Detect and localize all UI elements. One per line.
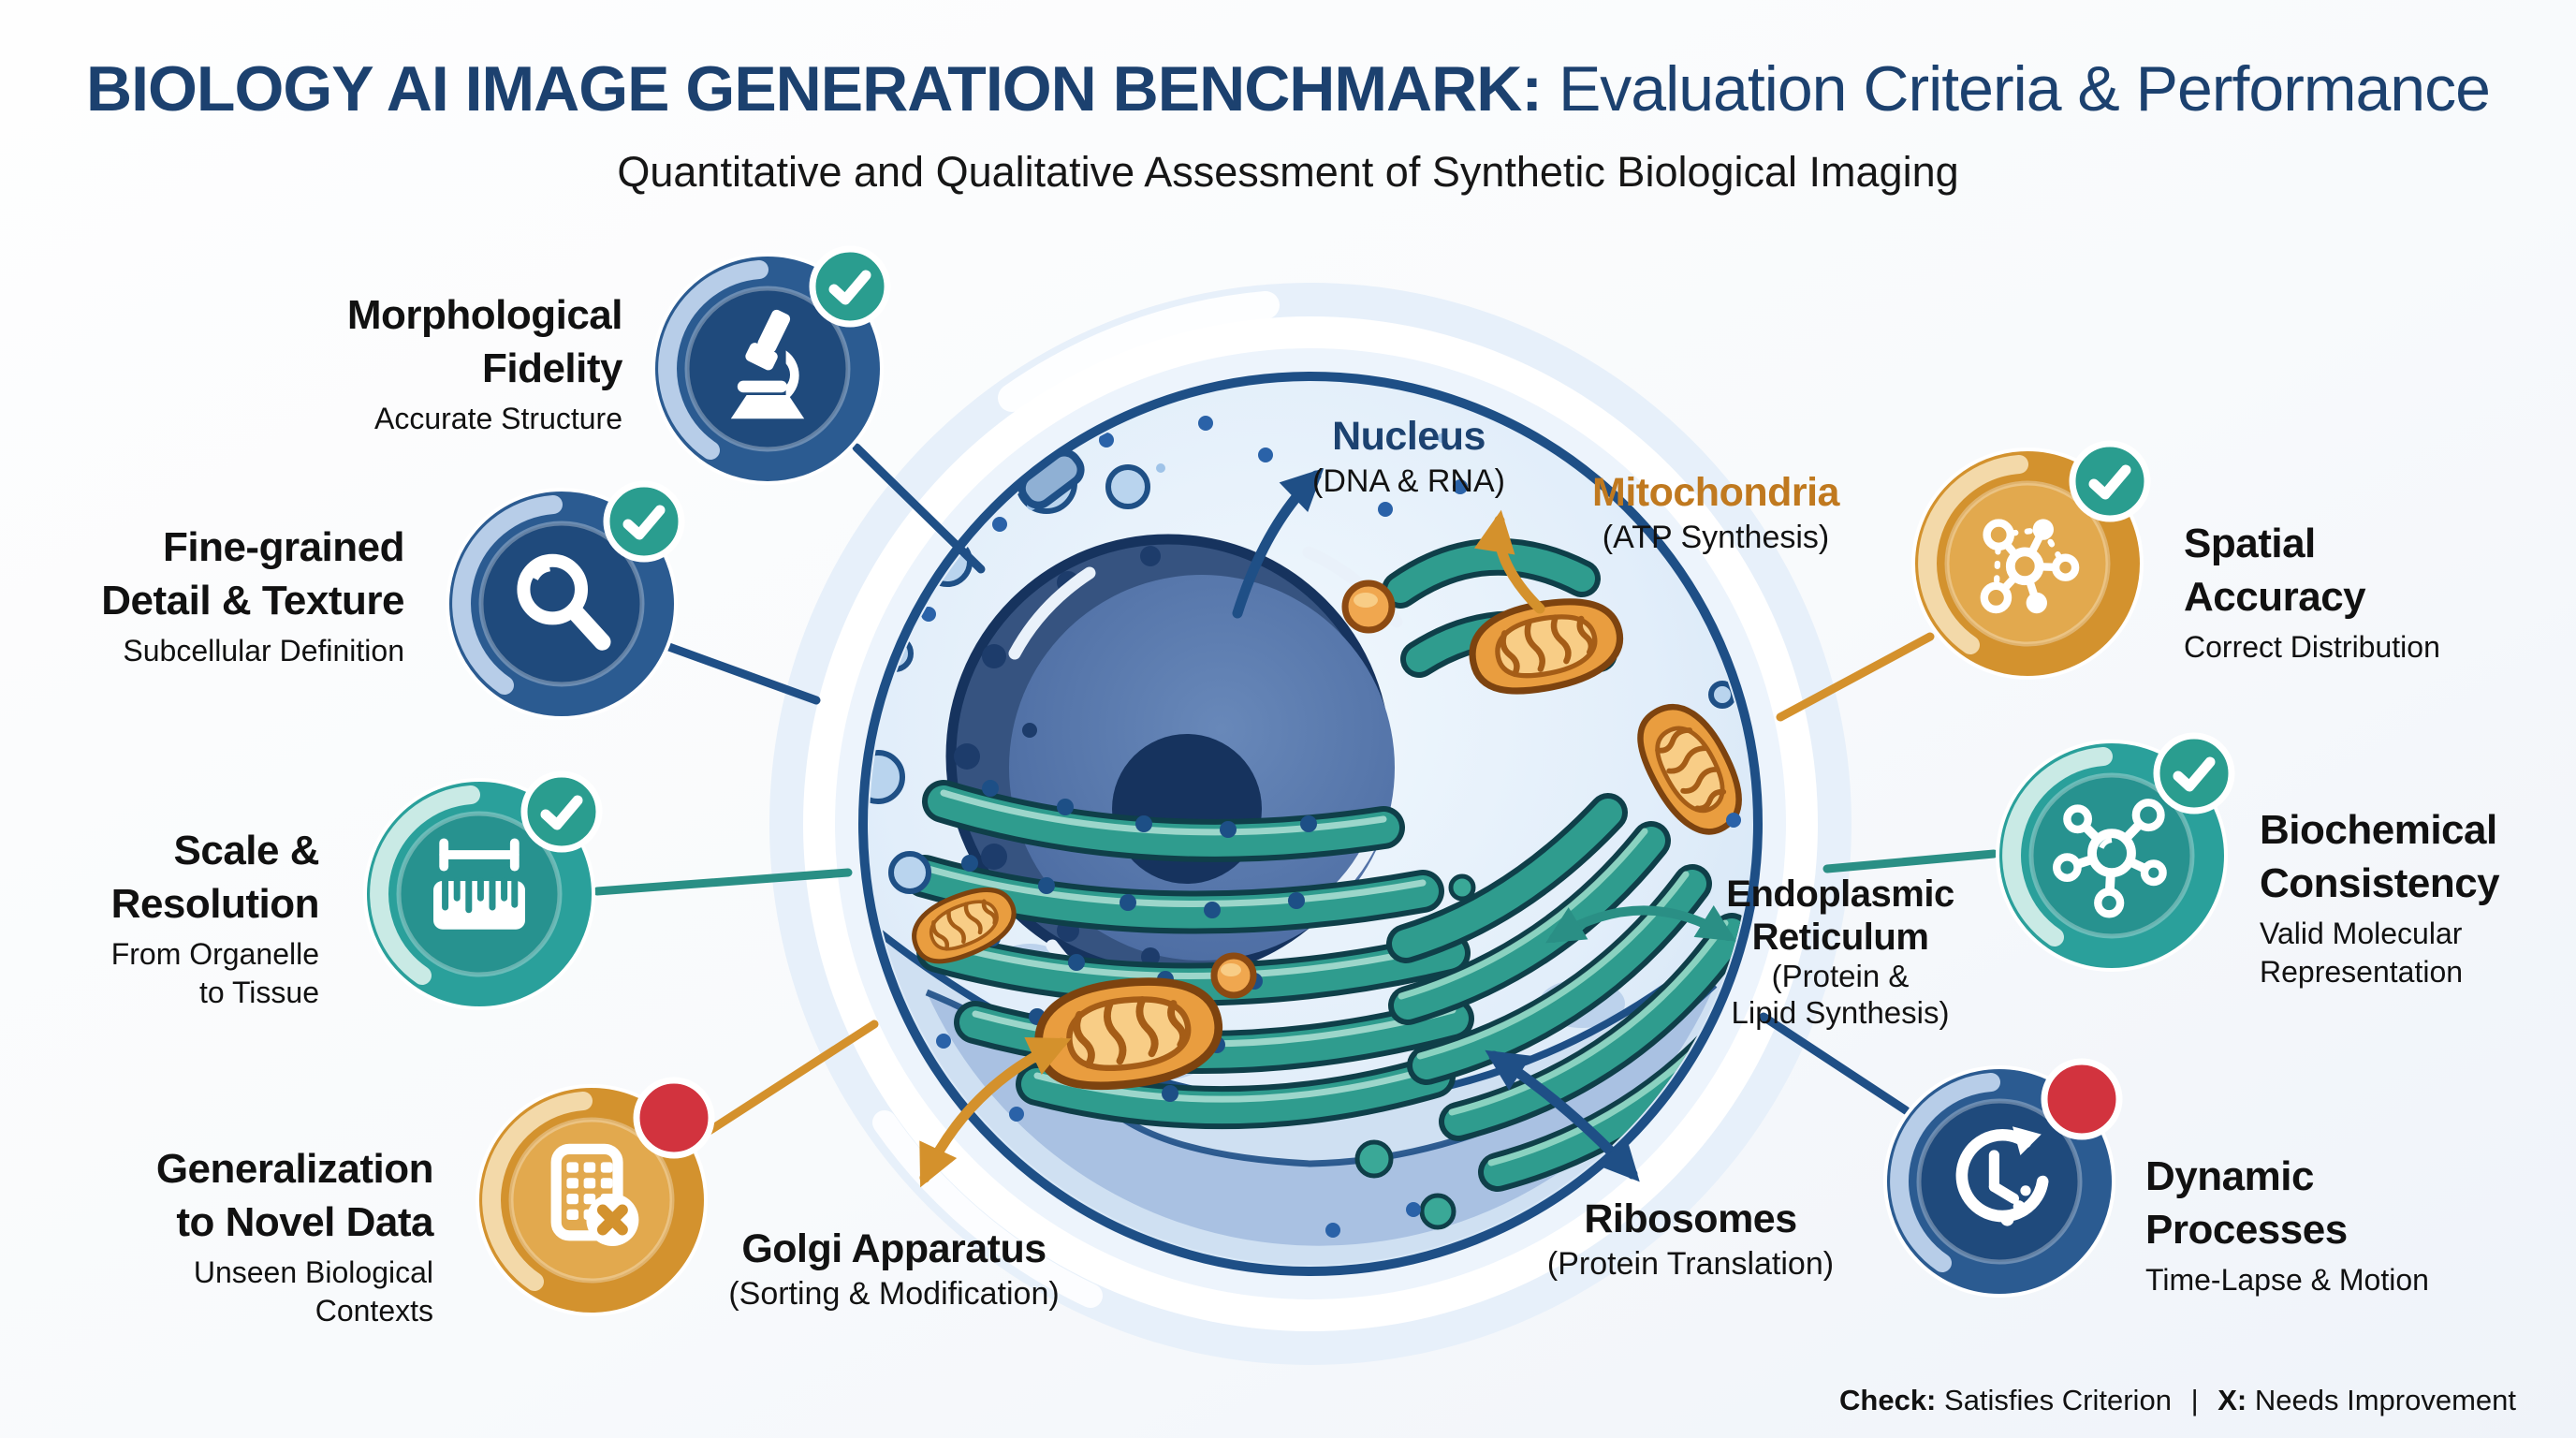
molecule-icon xyxy=(2052,799,2167,918)
page-title-emphasis: BIOLOGY AI IMAGE GENERATION BENCHMARK: xyxy=(86,53,1543,125)
ruler-icon xyxy=(433,838,525,930)
badge-connectors xyxy=(593,443,1998,1145)
magnifier-icon xyxy=(517,553,611,651)
badge-generalization xyxy=(476,1077,715,1316)
check-icon xyxy=(2088,464,2131,500)
page-title-rest: Evaluation Criteria & Performance xyxy=(1558,53,2491,125)
label-nucleus: Nucleus (DNA & RNA) xyxy=(1312,414,1505,499)
legend: Check: Satisfies Criterion | X: Needs Im… xyxy=(1839,1384,2516,1417)
criterion-title: Scale &Resolution xyxy=(110,828,320,928)
legend-separator: | xyxy=(2190,1384,2199,1416)
mitochondria-arrow xyxy=(1474,509,1545,614)
status-badge xyxy=(633,1077,715,1159)
check-icon xyxy=(828,270,871,305)
badge-morphological-fidelity xyxy=(651,245,891,485)
status-badge xyxy=(809,245,891,328)
data-grid-icon xyxy=(550,1143,639,1246)
membrane-notch xyxy=(1017,448,1085,509)
criterion-subtitle: Correct Distribution xyxy=(2184,630,2440,665)
legend-check-term: Check: xyxy=(1839,1384,1937,1416)
status-badge xyxy=(2153,732,2235,814)
status-badge xyxy=(603,480,685,563)
ribosomes-arrow xyxy=(1485,1049,1640,1182)
nucleus-shape xyxy=(945,534,1403,1016)
clock-icon xyxy=(1955,1126,2049,1226)
check-icon xyxy=(622,505,666,540)
er-arrow xyxy=(1545,904,1736,944)
label-mitochondria: Mitochondria (ATP Synthesis) xyxy=(1592,470,1839,555)
legend-x-term: X: xyxy=(2217,1384,2247,1416)
badge-dynamic-processes xyxy=(1883,1058,2123,1298)
network-icon xyxy=(1980,519,2080,614)
check-icon xyxy=(2173,756,2216,792)
page-title: BIOLOGY AI IMAGE GENERATION BENCHMARK: E… xyxy=(0,52,2576,125)
nucleus-arrow xyxy=(1232,468,1325,619)
badge-scale-resolution xyxy=(363,770,603,1010)
badge-fine-grained-detail xyxy=(446,480,685,720)
check-icon xyxy=(540,795,583,830)
label-golgi-apparatus: Golgi Apparatus (Sorting & Modification) xyxy=(728,1226,1060,1312)
mitochondria-shapes xyxy=(904,580,1759,1099)
legend-x-desc: Needs Improvement xyxy=(2254,1384,2516,1416)
badge-biochemical-consistency xyxy=(1996,732,2235,972)
organelle-arrows xyxy=(919,468,1736,1188)
criterion-subtitle: Accurate Structure xyxy=(374,402,622,436)
page-subtitle: Quantitative and Qualitative Assessment … xyxy=(617,148,1959,196)
golgi-arrow xyxy=(919,1037,1072,1188)
legend-check-desc: Satisfies Criterion xyxy=(1944,1384,2172,1416)
label-ribosomes: Ribosomes (Protein Translation) xyxy=(1546,1196,1835,1282)
status-badge xyxy=(520,770,603,853)
criterion-subtitle: Subcellular Definition xyxy=(123,634,404,668)
badge-spatial-accuracy xyxy=(1911,440,2151,680)
status-badge xyxy=(2041,1058,2123,1140)
microscope-icon xyxy=(730,309,805,419)
criterion-subtitle: Time-Lapse & Motion xyxy=(2145,1263,2429,1298)
status-badge xyxy=(2069,440,2151,522)
